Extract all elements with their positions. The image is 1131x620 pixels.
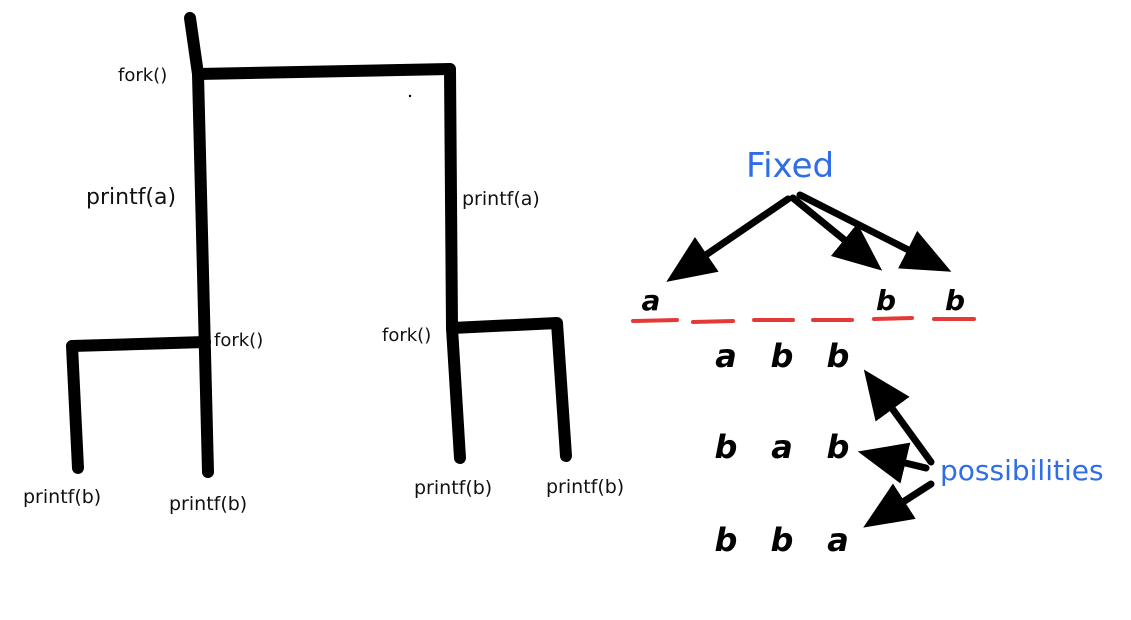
possibilities-label: possibilities — [940, 454, 1104, 487]
fixed-token-b1: b — [876, 284, 896, 317]
row2-token2: a — [771, 428, 793, 466]
fixed-label: Fixed — [746, 146, 834, 186]
possibility-arrow-row2 — [857, 442, 930, 484]
row2-token1: b — [715, 428, 738, 466]
stray-dot — [408, 94, 412, 98]
fixed-token-a: a — [642, 284, 661, 317]
left-printf-a-label: printf(a) — [86, 185, 176, 210]
row1-token2: b — [771, 337, 794, 375]
row3-token3: a — [827, 521, 849, 559]
left-fork-branch — [66, 336, 211, 474]
fixed-arrow-b1 — [789, 194, 883, 271]
right-child-line — [446, 322, 466, 464]
possibility-grid: a b b b a b b b a — [715, 337, 850, 559]
top-fork-label: fork() — [118, 65, 167, 86]
row1-token1: a — [715, 337, 737, 375]
leaf-printf-b-3: printf(b) — [414, 477, 492, 499]
leaf-printf-b-1: printf(b) — [23, 486, 101, 508]
leaf-printf-b-4: printf(b) — [546, 476, 624, 498]
right-fork-label: fork() — [382, 325, 431, 346]
row3-token2: b — [771, 521, 794, 559]
process-tree — [66, 12, 572, 478]
row2-token3: b — [827, 428, 850, 466]
possibility-arrows — [857, 369, 935, 528]
right-printf-a-label: printf(a) — [462, 188, 540, 210]
fixed-arrow-b2 — [796, 191, 952, 272]
leaf-printf-b-2: printf(b) — [169, 493, 247, 515]
possibility-arrow-row1 — [863, 369, 935, 466]
left-fork-label: fork() — [214, 330, 263, 351]
top-fork-branch — [192, 63, 458, 334]
row1-token3: b — [827, 337, 850, 375]
fixed-token-b2: b — [945, 284, 965, 317]
right-fork-branch — [446, 317, 572, 462]
fixed-arrow-a — [666, 195, 792, 282]
fixed-arrows — [666, 191, 952, 282]
row3-token1: b — [715, 521, 738, 559]
possibility-arrow-row3 — [863, 480, 935, 528]
separator-dashed-line — [631, 316, 976, 324]
main-process-line — [184, 12, 214, 478]
